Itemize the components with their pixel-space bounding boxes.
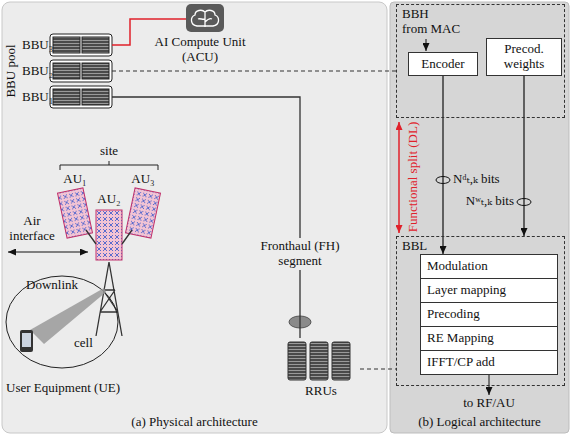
node-text: AI Compute Unit (ACU)	[150, 35, 250, 65]
server	[53, 63, 80, 79]
connector	[112, 71, 396, 72]
node-text: Encoder	[421, 57, 464, 72]
panel-ground	[390, 2, 569, 433]
process-step: Precoding	[420, 302, 558, 327]
bbu-rack: BBU₁	[20, 84, 112, 110]
node-text: IFFT/CP add	[427, 355, 495, 370]
rru-group: RRUs	[282, 338, 360, 400]
server	[53, 89, 80, 105]
node-text: Precod. weights	[491, 42, 557, 72]
node-text: RE Mapping	[427, 331, 494, 346]
rack	[50, 60, 112, 82]
node-text: BBU₁	[22, 90, 53, 105]
node-text: Modulation	[427, 259, 488, 274]
bit-mark	[436, 177, 450, 184]
function-group: BBHfrom MAC Encoder Precod. weights	[396, 4, 565, 118]
downlink-beam	[30, 288, 106, 344]
panel-ground	[2, 2, 387, 433]
edge-label: Nʷₜ,ₖ bits	[466, 194, 514, 209]
node-text: BBU₂	[22, 64, 53, 79]
brain-icon	[186, 4, 224, 32]
process-box: Encoder	[408, 52, 478, 76]
node-text: from MAC	[402, 22, 460, 37]
node-text: Layer mapping	[427, 283, 506, 298]
function-group: BBLModulationLayer mappingPrecoding RE Ma…	[396, 236, 565, 386]
label: Functional split (DL)	[406, 122, 421, 233]
rru-server	[310, 342, 328, 380]
label: BBU pool	[4, 44, 19, 97]
connector	[523, 76, 524, 236]
compute-unit: AI Compute Unit (ACU)	[150, 3, 250, 66]
edge-label: Fronthaul (FH) segment	[252, 238, 348, 270]
server	[82, 37, 109, 53]
input-arrow	[426, 39, 427, 51]
node-text: BBL	[402, 239, 427, 254]
node-text: (a) Physical architecture	[131, 415, 257, 430]
antenna-panel	[96, 210, 122, 260]
edge-label: Nᵈₜ,ₖ bits	[453, 172, 500, 187]
rack	[50, 86, 112, 108]
label: Air interface	[4, 214, 60, 244]
process-step: RE Mapping	[420, 326, 558, 351]
connectors	[112, 19, 524, 369]
process-step: Modulation	[420, 254, 558, 279]
rru-server	[288, 342, 306, 380]
label: AU₂	[97, 192, 120, 207]
label: to RF/AU	[463, 396, 515, 411]
cell-outline	[6, 276, 118, 368]
panel: (a) Physical architecture BBU₃ BBU₂ BBU₁ AI …	[2, 2, 387, 433]
connector	[360, 369, 396, 370]
icon-ground	[186, 4, 224, 32]
process-step: IFFT/CP add	[420, 350, 558, 375]
bbu-rack: BBU₂	[20, 58, 112, 84]
output-arrow	[489, 375, 490, 395]
bit-mark	[517, 199, 531, 206]
brain	[191, 10, 218, 27]
process-step: Layer mapping	[420, 278, 558, 303]
node-text: BBH	[402, 7, 429, 22]
label: User Equipment (UE)	[6, 381, 120, 396]
phone	[20, 330, 33, 352]
connector	[112, 97, 300, 338]
server	[53, 37, 80, 53]
rru-server	[332, 342, 350, 380]
node-text: (b) Logical architecture	[418, 415, 541, 430]
site-bracket	[60, 161, 158, 170]
label: Downlink	[26, 278, 78, 293]
connector	[442, 76, 443, 254]
node-text: Precoding	[427, 307, 480, 322]
server-rack	[50, 34, 112, 108]
phone-screen	[22, 333, 31, 347]
bbu-rack: BBU₃	[20, 32, 112, 58]
label: AU₁	[63, 172, 86, 187]
server	[82, 63, 109, 79]
server	[82, 89, 109, 105]
air-interface-arrow	[8, 252, 88, 253]
label: site	[100, 144, 118, 159]
split-arrow	[398, 122, 400, 233]
label: AU₃	[131, 172, 154, 187]
rack	[50, 34, 112, 56]
label: cell	[74, 336, 93, 351]
process-box: Precod. weights	[486, 38, 562, 76]
node-text: BBU₃	[22, 38, 53, 53]
node-text: RRUs	[305, 384, 337, 399]
